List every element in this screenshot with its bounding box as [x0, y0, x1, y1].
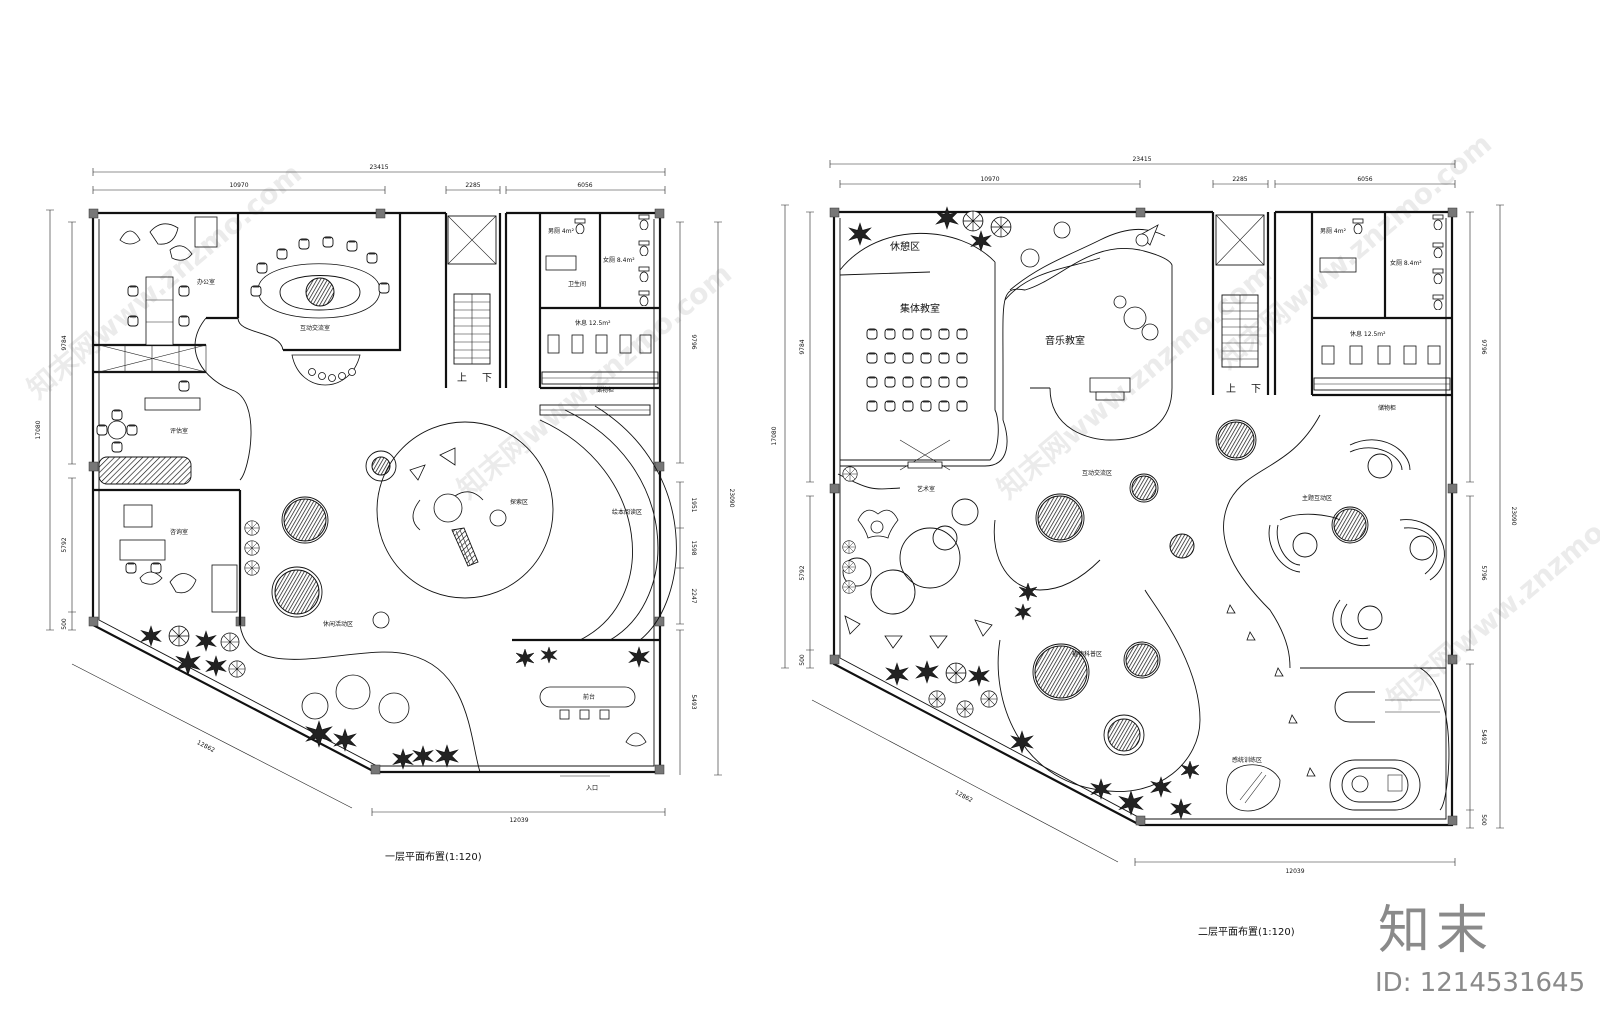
plan2-mens-toilet-label: 男厕 4m² — [1320, 228, 1347, 235]
plan1-left-dimensions: 17080 9784 5792 500 — [35, 209, 76, 631]
plan1-interaction-room — [250, 236, 390, 386]
plan1-consult-label: 咨询室 — [170, 528, 188, 536]
plan2-dim-left-b: 5792 — [799, 565, 806, 580]
plan1-dim-top-mid: 2285 — [465, 182, 480, 189]
plan1-dim-right-total: 23090 — [728, 488, 735, 507]
plan1-bookshelf-hatched — [98, 456, 192, 485]
plan1-title: 一层平面布置(1:120) — [385, 851, 482, 863]
plan2-sensory-area — [1226, 604, 1440, 812]
plan1-dim-top-right: 6056 — [577, 182, 592, 189]
plan2-dim-top-mid: 2285 — [1232, 176, 1247, 183]
plan2-dim-right-c: 5493 — [1480, 729, 1487, 744]
plan1-stair-up: 上 — [457, 372, 467, 384]
plan1-columns — [88, 208, 665, 775]
plan1-evaluation-label: 评估室 — [170, 427, 188, 435]
plan1-dim-left-b: 5792 — [61, 537, 68, 552]
brand-logo: 知末 — [1378, 901, 1495, 961]
plan1-office-furniture — [119, 216, 218, 346]
plan2-locker-label: 储物柜 — [1378, 404, 1396, 412]
plan1-exploration-label: 探索区 — [510, 498, 528, 506]
plan1-stair-down: 下 — [482, 373, 492, 384]
plan2-music-room-label: 音乐教室 — [1045, 334, 1085, 347]
plan1-exploration-zone — [365, 421, 554, 599]
plan2-right-dimensions: 23090 9796 5796 5493 500 — [1466, 204, 1517, 829]
plan1-toilet-label: 卫生间 — [568, 280, 586, 288]
plan2-dim-right-d: 500 — [1480, 814, 1487, 826]
plan2-classroom-label: 集体教室 — [900, 302, 940, 315]
plan2-stair-down: 下 — [1251, 384, 1261, 395]
plan1-dim-diagonal: 12862 — [196, 739, 216, 754]
plan1-interaction-room-label: 互动交流室 — [300, 324, 330, 332]
plan2-lounge-label: 休憩区 — [890, 240, 920, 253]
plan1-dim-top-total: 23415 — [369, 164, 388, 171]
plan1-office-label: 办公室 — [197, 278, 215, 286]
plan2-top-dimensions: 23415 10970 2285 6056 — [829, 156, 1456, 188]
plan-2-second-floor: 23415 10970 2285 6056 17080 9784 5792 50… — [771, 156, 1517, 938]
plan1-leisure-label: 休闲活动区 — [323, 620, 353, 628]
plan2-toilets: 男厕 4m² 女厕 8.4m² 休息 12.5m² 储物柜 — [1273, 212, 1452, 412]
plan1-dim-right-c: 1598 — [690, 540, 697, 555]
plan2-sensory-label: 感统训练区 — [1232, 756, 1262, 764]
plan1-dim-left-a: 9784 — [61, 335, 68, 350]
plan1-dim-right-b: 1951 — [690, 497, 697, 512]
plan1-toilets: 男厕 4m² 女厕 8.4m² 卫生间 休息 12.5m² 储物柜 — [504, 213, 660, 394]
plan2-interaction-label: 互动交流区 — [1082, 469, 1112, 477]
plan2-trees — [1032, 419, 1369, 756]
plan1-top-dimensions: 23415 10970 2285 6056 — [92, 164, 666, 194]
plan2-left-dimensions: 17080 9784 5792 500 — [771, 204, 814, 669]
plan2-womens-toilet-label: 女厕 8.4m² — [1390, 259, 1422, 267]
plan2-rest-label: 休息 12.5m² — [1350, 330, 1386, 338]
plan1-mens-toilet-label: 男厕 4m² — [548, 228, 575, 235]
plan1-evaluation-furniture — [96, 380, 201, 453]
plan1-dim-right-e: 5493 — [690, 694, 697, 709]
plan1-stair-core: 上 下 — [444, 213, 502, 388]
plan2-dim-right-total: 23090 — [1510, 506, 1517, 525]
plan1-locker-label: 储物柜 — [596, 386, 614, 394]
plan1-dim-left-c: 500 — [61, 618, 68, 630]
plan2-dim-right-b: 5796 — [1480, 565, 1487, 580]
plan2-art-area — [837, 473, 993, 649]
plan1-reading-label: 绘本阅读区 — [612, 508, 642, 516]
plan1-trees — [271, 496, 390, 629]
plan2-theme-label: 主题互动区 — [1302, 494, 1332, 502]
plan2-dim-bottom: 12039 — [1285, 868, 1304, 875]
plan1-rest-label: 休息 12.5m² — [575, 319, 611, 327]
plan2-dim-left-total: 17080 — [771, 426, 778, 445]
plan2-dim-right-a: 9796 — [1480, 339, 1487, 354]
plan2-plant-science-label: 植物科普区 — [1072, 650, 1102, 658]
plan2-theme-arcs — [1268, 439, 1445, 647]
plan1-reception: 前台 入口 — [512, 638, 660, 792]
plan1-leisure-area — [239, 624, 481, 773]
plan2-plants — [842, 206, 1200, 820]
plan1-dim-top-left: 10970 — [229, 182, 248, 189]
plan1-dim-right-a: 9796 — [690, 334, 697, 349]
plan2-dim-top-left: 10970 — [980, 176, 999, 183]
plan1-right-dimensions: 23090 9796 1951 1598 2247 5493 — [676, 221, 735, 776]
plan2-classroom-chairs — [866, 328, 968, 412]
plan1-plants — [140, 520, 650, 770]
plan1-reading-arcs — [539, 404, 677, 641]
plan2-title: 二层平面布置(1:120) — [1198, 926, 1295, 938]
plan2-stair-core: 上 下 — [1211, 212, 1270, 395]
plan1-consult-furniture — [119, 504, 238, 613]
plan2-dim-diagonal: 12862 — [954, 789, 974, 804]
plan1-reception-label: 前台 — [583, 693, 595, 701]
plan1-dim-bottom: 12039 — [509, 817, 528, 824]
plan1-dim-right-d: 2247 — [690, 588, 697, 603]
plan2-columns — [829, 207, 1458, 826]
plan2-classroom — [839, 232, 1008, 471]
plan2-dim-top-right: 6056 — [1357, 176, 1372, 183]
image-id-label: ID: 1214531645 — [1375, 968, 1586, 998]
plan1-womens-toilet-label: 女厕 8.4m² — [603, 256, 635, 264]
plan2-dim-left-c: 500 — [799, 654, 806, 666]
plan2-music-room — [1002, 221, 1173, 441]
plan1-entrance-label: 入口 — [586, 785, 598, 792]
plan-1-ground-floor: 23415 10970 2285 6056 17080 9784 5792 50… — [35, 164, 735, 863]
plan1-dim-left-total: 17080 — [35, 420, 42, 439]
plan2-art-room-label: 艺术室 — [917, 485, 935, 493]
plan2-stair-up: 上 — [1226, 383, 1236, 395]
plan2-dim-left-a: 9784 — [799, 339, 806, 354]
plan2-dim-top-total: 23415 — [1132, 156, 1151, 163]
